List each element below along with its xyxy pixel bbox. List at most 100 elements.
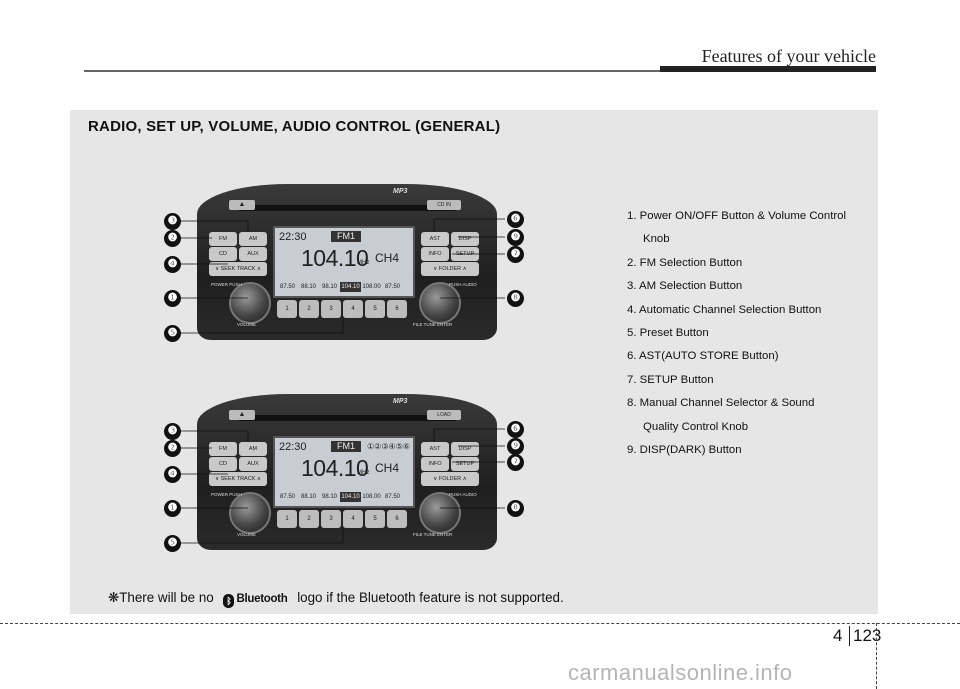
disp-button[interactable]: DISP [451, 232, 479, 246]
legend-item: 3. AM Selection Button [627, 280, 743, 293]
footer-divider [876, 623, 877, 689]
am-button[interactable]: AM [239, 442, 267, 456]
note-prefix: ❋There will be no [108, 590, 214, 605]
power-label: POWER PUSH [211, 282, 242, 287]
lcd-preset-indicator: ①②③④⑤⑥ [367, 442, 411, 451]
info-button[interactable]: INFO [421, 457, 449, 471]
volume-knob[interactable] [229, 492, 271, 534]
lcd-clock: 22:30 [279, 231, 307, 243]
lcd-strip-item-selected: 104.10 [340, 282, 361, 292]
ast-button[interactable]: AST [421, 232, 449, 246]
radio-unit-top: ▲ CD IN MP3 FM AM CD AUX ∨ SEEK TRACK ∧ … [197, 184, 497, 340]
seek-button[interactable]: ∨ SEEK TRACK ∧ [209, 262, 267, 276]
cd-slot [237, 415, 457, 421]
aux-button[interactable]: AUX [239, 457, 267, 471]
lcd-band: FM1 [331, 441, 361, 452]
tune-knob[interactable] [419, 492, 461, 534]
lcd-channel: CH4 [375, 251, 400, 265]
lcd-strip-item: 88.10 [300, 494, 316, 500]
radio-unit-bottom: ▲ LOAD MP3 FM AM CD AUX ∨ SEEK TRACK ∧ A… [197, 394, 497, 550]
lcd-channel: CH4 [375, 461, 400, 475]
preset-button-2[interactable]: 2 [299, 510, 319, 528]
fm-button[interactable]: FM [209, 232, 237, 246]
lcd-strip-item: 87.50 [279, 284, 295, 290]
callout-6: ❻ [507, 421, 524, 438]
tune-label: FILE TUNE [413, 322, 436, 327]
preset-button-row: 1 2 3 4 5 6 [277, 300, 407, 318]
ast-button[interactable]: AST [421, 442, 449, 456]
cd-button[interactable]: CD [209, 247, 237, 261]
header-rule [84, 70, 660, 72]
mp3-badge: MP3 [393, 188, 408, 195]
legend-item-text: 8. Manual Channel Selector & Sound [627, 397, 815, 410]
legend-item-continuation: Knob [643, 233, 670, 246]
header-rule-accent [660, 66, 876, 72]
preset-button-3[interactable]: 3 [321, 300, 341, 318]
eject-button[interactable]: ▲ [229, 200, 255, 210]
lcd-strip-item: 88.10 [300, 284, 316, 290]
lcd-band: FM1 [331, 231, 361, 242]
callout-7: ❼ [507, 246, 524, 263]
tune-knob[interactable] [419, 282, 461, 324]
callout-6: ❻ [507, 211, 524, 228]
preset-button-4[interactable]: 4 [343, 300, 363, 318]
preset-button-5[interactable]: 5 [365, 300, 385, 318]
preset-button-5[interactable]: 5 [365, 510, 385, 528]
callout-2: ❷ [164, 440, 181, 457]
load-button[interactable]: LOAD [427, 410, 461, 420]
callout-2: ❷ [164, 230, 181, 247]
eject-button[interactable]: ▲ [229, 410, 255, 420]
preset-button-2[interactable]: 2 [299, 300, 319, 318]
am-button[interactable]: AM [239, 232, 267, 246]
cd-button[interactable]: CD [209, 457, 237, 471]
page-number-divider [849, 626, 850, 646]
preset-button-1[interactable]: 1 [277, 300, 297, 318]
bluetooth-icon: ᛒ [223, 594, 235, 608]
lcd-strip-item: 108.00 [362, 494, 381, 500]
callout-8: ❽ [507, 500, 524, 517]
disp-button[interactable]: DISP [451, 442, 479, 456]
callout-4: ❹ [164, 256, 181, 273]
fm-button[interactable]: FM [209, 442, 237, 456]
preset-button-4[interactable]: 4 [343, 510, 363, 528]
legend-item-continuation: Quality Control Knob [643, 420, 749, 433]
preset-button-1[interactable]: 1 [277, 510, 297, 528]
callout-5: ❺ [164, 325, 181, 342]
cd-in-indicator: CD IN [427, 200, 461, 210]
seek-button[interactable]: ∨ SEEK TRACK ∧ [209, 472, 267, 486]
chapter-number: 4 [833, 626, 843, 645]
folder-button[interactable]: ∨ FOLDER ∧ [421, 472, 479, 486]
legend-item: 2. FM Selection Button [627, 256, 743, 269]
callout-8: ❽ [507, 290, 524, 307]
preset-button-3[interactable]: 3 [321, 510, 341, 528]
info-button[interactable]: INFO [421, 247, 449, 261]
lcd-strip-item: 108.00 [362, 284, 381, 290]
preset-button-6[interactable]: 6 [387, 510, 407, 528]
callout-4: ❹ [164, 466, 181, 483]
enter-label: ENTER [437, 322, 453, 327]
aux-button[interactable]: AUX [239, 247, 267, 261]
folder-button[interactable]: ∨ FOLDER ∧ [421, 262, 479, 276]
volume-knob[interactable] [229, 282, 271, 324]
setup-button[interactable]: SETUP CLOCK [451, 247, 479, 271]
lcd-clock: 22:30 [279, 441, 307, 453]
lcd-strip-item: 87.50 [384, 494, 400, 500]
legend-item: 5. Preset Button [627, 327, 709, 340]
volume-label: VOLUME [237, 532, 257, 537]
preset-button-6[interactable]: 6 [387, 300, 407, 318]
preset-button-row: 1 2 3 4 5 6 [277, 510, 407, 528]
mp3-badge: MP3 [393, 398, 408, 405]
legend-item: 7. SETUP Button [627, 373, 714, 386]
setup-button[interactable]: SETUP CLOCK [451, 457, 479, 481]
lcd-strip-item: 87.50 [384, 284, 400, 290]
cd-slot [237, 205, 457, 211]
header-title: Features of your vehicle [701, 46, 876, 66]
lcd-strip-item-selected: 104.10 [340, 492, 361, 502]
